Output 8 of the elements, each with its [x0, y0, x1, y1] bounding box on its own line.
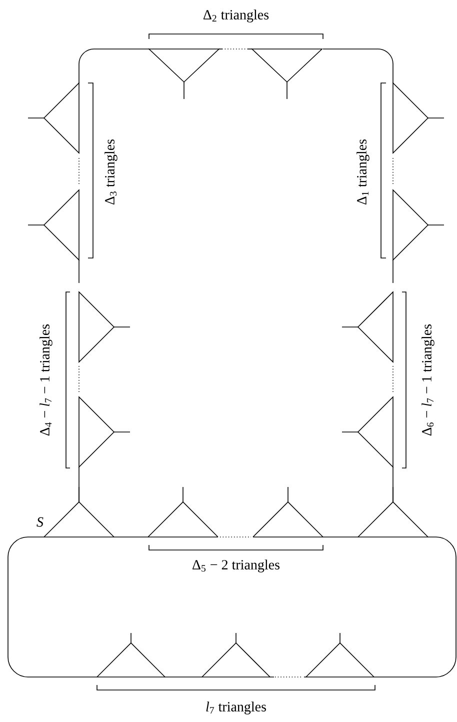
bracket-label: Δ$_{2}$ triangles [203, 10, 269, 22]
bracket-label: Δ$_{6}$ − l$_{7}$ − 1 triangles [422, 324, 434, 436]
bracket-label: Δ$_{3}$ triangles [104, 139, 118, 205]
bracket-label: Δ$_{5}$ − 2 triangles [192, 560, 280, 572]
bracket-label: Δ$_{1}$ triangles [356, 139, 370, 205]
bracket-label: l$_{7}$ triangles [206, 702, 266, 714]
bracket-label: S [36, 517, 44, 527]
bracket-label: Δ$_{4}$ − l$_{7}$ − 1 triangles [40, 324, 52, 436]
